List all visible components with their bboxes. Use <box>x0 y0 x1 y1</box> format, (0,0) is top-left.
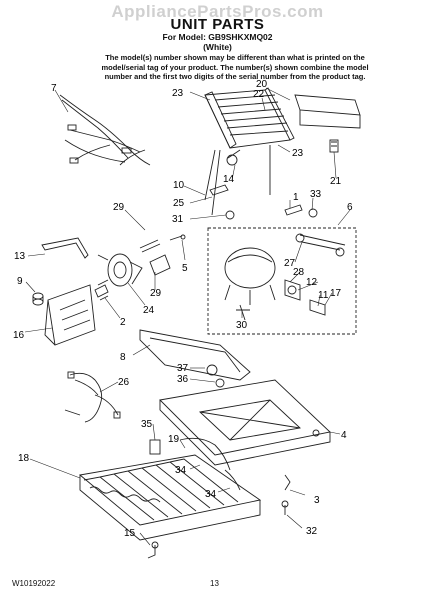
callout-12: 12 <box>306 277 318 288</box>
watermark: AppliancePartsPros.com <box>111 2 324 21</box>
evaporator-illustration <box>204 87 295 216</box>
small-fittings-illustration <box>209 184 318 220</box>
model-line: For Model: GB9SHKXMQ02 <box>162 32 273 42</box>
callout-32: 32 <box>306 526 318 537</box>
callout-9: 9 <box>17 276 23 287</box>
callout-3: 3 <box>314 495 320 506</box>
bracket-illustration <box>41 237 89 259</box>
heater-wire-illustration <box>149 437 241 491</box>
callout-25: 25 <box>173 198 185 209</box>
callout-29: 29 <box>150 288 162 299</box>
callout-15: 15 <box>124 528 136 539</box>
callout-5: 5 <box>182 263 188 274</box>
callout-36: 36 <box>177 374 189 385</box>
callout-33: 33 <box>310 189 322 200</box>
callout-23-right: 23 <box>292 148 304 159</box>
callout-30: 30 <box>236 320 248 331</box>
callout-4: 4 <box>341 430 347 441</box>
page-number: 13 <box>210 579 219 588</box>
drain-trough-illustration <box>294 94 361 153</box>
fan-motor-illustration <box>97 253 143 287</box>
callout-27: 27 <box>284 258 296 269</box>
page-title: UNIT PARTS <box>170 16 265 33</box>
screws-illustration <box>139 234 186 276</box>
callout-8: 8 <box>120 352 126 363</box>
fan-shroud-illustration <box>44 284 96 346</box>
drain-pan-illustration <box>139 329 251 388</box>
condenser-illustration <box>78 454 262 541</box>
wire-harness-2-illustration <box>64 371 121 423</box>
wire-harness-illustration <box>59 94 151 166</box>
callout-7: 7 <box>51 83 57 94</box>
model-note: The model(s) number shown may be differe… <box>101 53 369 81</box>
callout-31: 31 <box>172 214 184 225</box>
compressor-illustration <box>207 227 357 335</box>
callout-14: 14 <box>223 174 235 185</box>
callout-13: 13 <box>14 251 26 262</box>
callout-35: 35 <box>141 419 153 430</box>
callout-20: 20 <box>256 79 268 90</box>
callout-29-top: 29 <box>113 202 125 213</box>
color-line: (White) <box>203 42 232 52</box>
grommet-illustration <box>32 292 44 306</box>
leader-lines <box>24 87 351 546</box>
base-plate-illustration <box>159 379 331 466</box>
callout-37: 37 <box>177 363 189 374</box>
callout-22: 22 <box>253 89 265 100</box>
callout-11: 11 <box>318 290 329 301</box>
callout-10: 10 <box>173 180 185 191</box>
small-bracket-illustration <box>94 284 109 301</box>
callout-18: 18 <box>18 453 30 464</box>
callout-28: 28 <box>293 267 305 278</box>
bottom-screws-illustration <box>147 474 291 559</box>
callout-17: 17 <box>330 288 342 299</box>
callout-2: 2 <box>120 317 126 328</box>
doc-number: W10192022 <box>12 579 56 588</box>
callout-19: 19 <box>168 434 180 445</box>
callout-1: 1 <box>293 192 299 203</box>
callout-34-right: 34 <box>205 489 217 500</box>
callout-labels: 7 23 22 20 23 14 21 10 25 1 33 31 6 29 1… <box>13 79 353 539</box>
callout-23: 23 <box>172 88 184 99</box>
callout-16: 16 <box>13 330 25 341</box>
callout-24: 24 <box>143 305 155 316</box>
callout-21: 21 <box>330 176 342 187</box>
callout-26: 26 <box>118 377 130 388</box>
callout-6: 6 <box>347 202 353 213</box>
callout-34-left: 34 <box>175 465 187 476</box>
